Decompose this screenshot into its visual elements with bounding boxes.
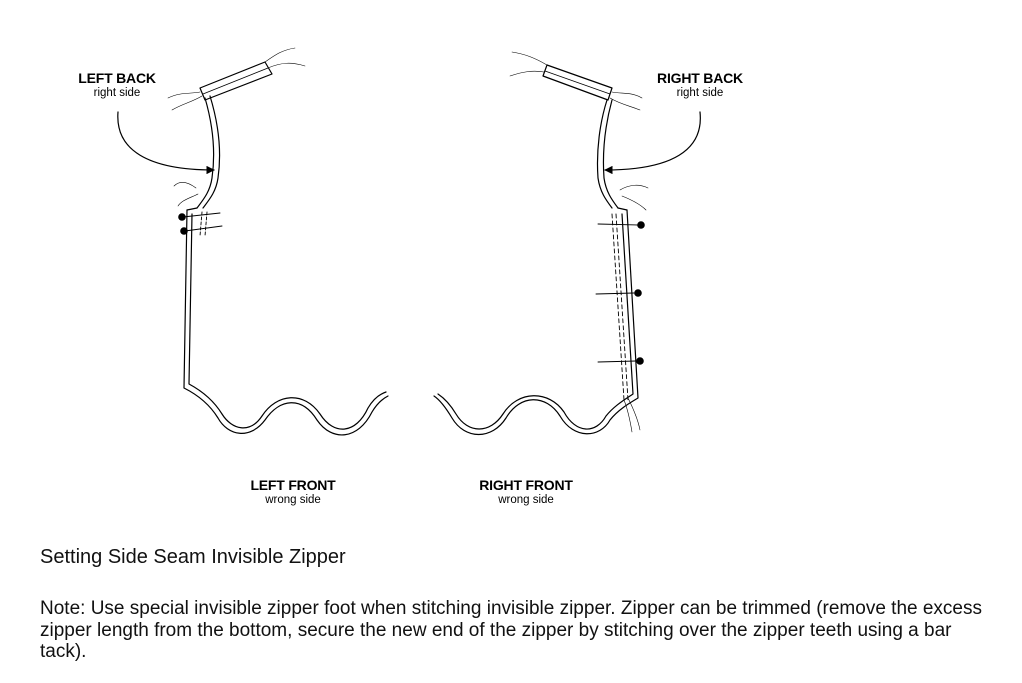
right-garment-outline — [433, 207, 639, 435]
label-left-front-title: LEFT FRONT — [250, 477, 336, 493]
right-zipper-top-tape — [509, 51, 643, 111]
label-left-front: LEFT FRONT wrong side — [233, 477, 353, 508]
right-pin-2 — [595, 289, 642, 297]
left-pin-1 — [178, 212, 221, 221]
right-pointer-arrow — [604, 111, 701, 175]
diagram-caption: Setting Side Seam Invisible Zipper — [40, 546, 346, 568]
label-right-front-title: RIGHT FRONT — [479, 477, 573, 493]
left-zipper-top-tape — [167, 47, 306, 111]
instruction-note: Note: Use special invisible zipper foot … — [40, 598, 982, 662]
left-pointer-arrow — [117, 111, 215, 175]
right-pin-1 — [597, 221, 645, 229]
label-left-back-side: right side — [93, 86, 141, 99]
label-left-front-side: wrong side — [265, 493, 321, 506]
zipper-diagram: LEFT BACK right side RIGHT BACK right si… — [62, 47, 755, 508]
label-right-front: RIGHT FRONT wrong side — [461, 477, 591, 508]
label-right-back-title: RIGHT BACK — [657, 70, 743, 86]
label-left-back: LEFT BACK right side — [62, 70, 172, 101]
label-right-front-side: wrong side — [498, 493, 554, 506]
label-right-back: RIGHT BACK right side — [645, 70, 755, 101]
left-garment-outline — [183, 207, 389, 436]
diagram-svg — [117, 47, 701, 436]
left-pin-2 — [180, 225, 223, 235]
left-zipper-tape — [173, 95, 221, 209]
right-panel — [433, 51, 701, 435]
left-panel — [117, 47, 389, 436]
right-zipper-stitching — [611, 213, 641, 433]
right-zipper-tape — [596, 99, 649, 211]
label-left-back-title: LEFT BACK — [78, 70, 156, 86]
label-right-back-side: right side — [676, 86, 724, 99]
right-pin-3 — [597, 357, 644, 365]
left-zipper-stitching — [199, 211, 208, 237]
